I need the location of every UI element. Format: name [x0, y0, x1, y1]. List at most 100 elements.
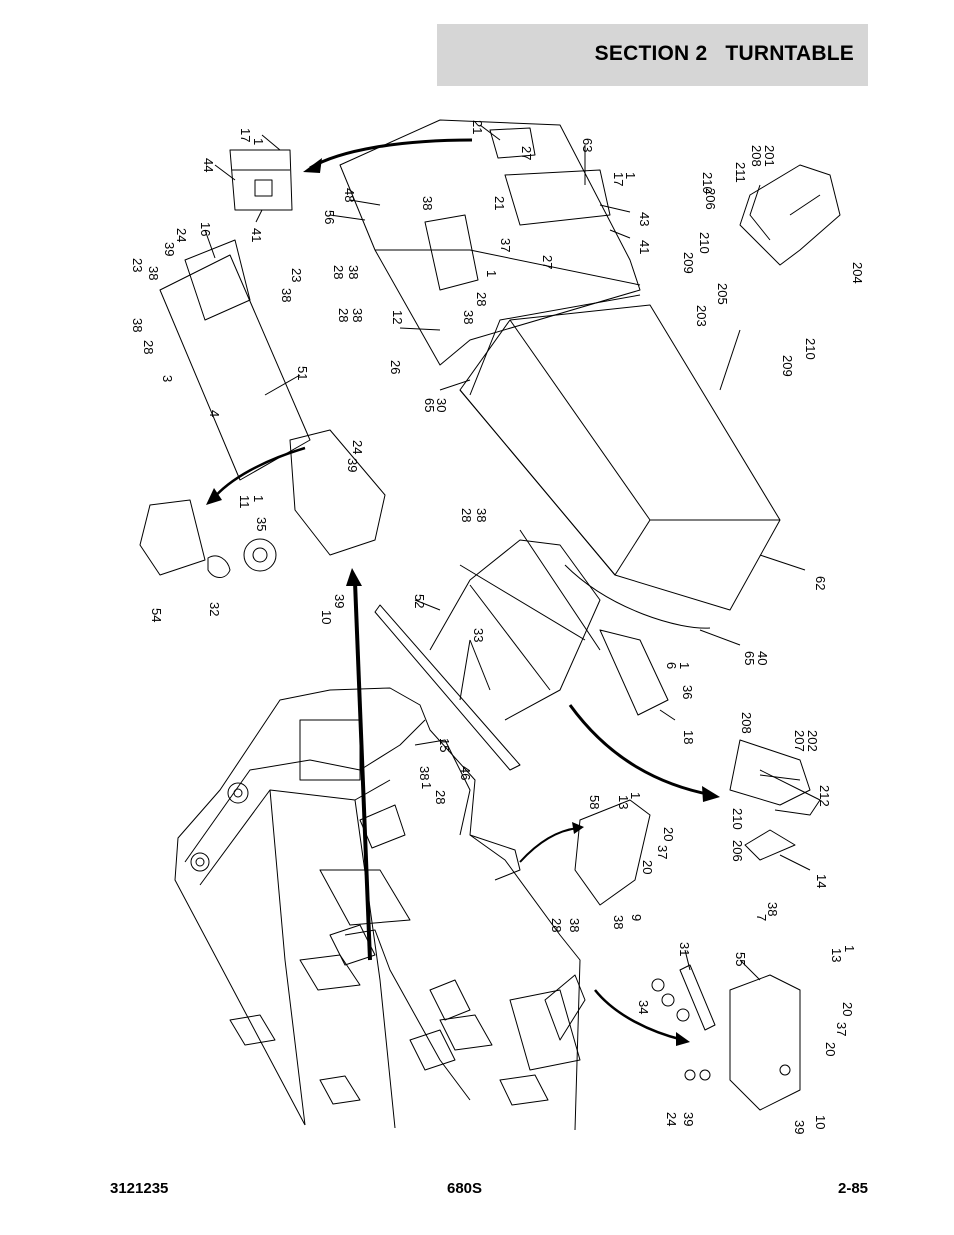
part-callout: 16	[198, 222, 213, 236]
part-callout: 21	[492, 196, 507, 210]
part-callout: 20	[823, 1042, 838, 1056]
part-callout: 24	[664, 1112, 679, 1126]
footer-doc-number: 3121235	[110, 1180, 169, 1197]
part-callout: 4	[207, 410, 222, 417]
part-callout: 20	[840, 1002, 855, 1016]
part-callout: 20	[661, 827, 676, 841]
part-callout: 28	[474, 292, 489, 306]
part-callout: 26	[388, 360, 403, 374]
part-callout: 55	[733, 952, 748, 966]
part-callout: 28	[549, 918, 564, 932]
part-callout: 39	[792, 1120, 807, 1134]
part-callout: 65	[742, 651, 757, 665]
part-callout: 43	[637, 212, 652, 226]
part-callout: 1	[623, 172, 638, 179]
part-callout: 38	[146, 266, 161, 280]
part-callout: 65	[422, 398, 437, 412]
part-callout: 38	[346, 265, 361, 279]
arrowhead-vertical	[346, 568, 362, 586]
part-callout: 210	[803, 338, 818, 360]
part-callout: 1	[251, 138, 266, 145]
part-callout: 28	[459, 508, 474, 522]
part-callout: 27	[540, 255, 555, 269]
part-callout: 39	[345, 458, 360, 472]
part-callout: 211	[733, 162, 748, 183]
part-callout: 17	[611, 172, 626, 186]
part-callout: 30	[434, 398, 449, 412]
part-callout: 210	[730, 808, 745, 830]
part-callout: 39	[332, 594, 347, 608]
part-callout: 1	[484, 270, 499, 277]
part-callout: 38	[567, 918, 582, 932]
part-callout: 9	[629, 914, 644, 921]
part-callout: 38	[611, 915, 626, 929]
part-callout: 21	[470, 120, 485, 134]
part-callout: 37	[834, 1022, 849, 1036]
part-callout: 40	[755, 651, 770, 665]
part-callout: 39	[162, 242, 177, 256]
part-callout: 27	[519, 146, 534, 160]
part-callout: 210	[697, 232, 712, 254]
part-callout: 11	[237, 495, 252, 509]
part-callout: 23	[130, 258, 145, 272]
part-callout: 10	[319, 610, 334, 624]
part-callout: 1	[628, 792, 643, 799]
part-callout: 1	[419, 782, 434, 789]
part-callout: 36	[680, 685, 695, 699]
part-callout: 20	[640, 860, 655, 874]
footer-model: 680S	[447, 1180, 483, 1197]
part-callout: 44	[201, 158, 216, 172]
arrow-bracket-212	[568, 704, 713, 797]
hood-drawing	[339, 119, 641, 366]
part-callout: 28	[141, 340, 156, 354]
part-callout: 52	[412, 594, 427, 608]
part-callout: 24	[174, 228, 189, 242]
arrow-left-cover	[211, 446, 306, 501]
arrow-cover-44	[309, 138, 473, 170]
part-callout: 39	[681, 1112, 696, 1126]
part-callout: 17	[238, 128, 253, 142]
mid-right-bracket-drawing	[574, 739, 821, 1111]
part-callout: 1	[251, 495, 266, 502]
part-callout: 203	[694, 305, 709, 327]
arrowhead-bracket-31	[676, 1032, 690, 1046]
part-callout: 206	[703, 188, 718, 210]
part-callout: 212	[817, 785, 832, 807]
arrowhead-left-cover	[206, 488, 222, 505]
part-callout: 38	[350, 308, 365, 322]
arrow-vertical	[353, 581, 372, 961]
part-callout: 28	[336, 308, 351, 322]
part-callout: 24	[350, 440, 365, 454]
part-callout: 46	[458, 766, 473, 780]
turntable-frame-drawing	[174, 687, 586, 1131]
top-right-bracket-drawing	[719, 164, 841, 391]
part-callout: 54	[149, 608, 164, 622]
part-callout: 51	[295, 366, 310, 380]
part-callout: 15	[437, 738, 452, 752]
part-callout: 14	[814, 874, 829, 888]
part-callout: 18	[681, 730, 696, 744]
part-callout: 62	[813, 576, 828, 590]
part-callout: 34	[636, 1000, 651, 1014]
part-callout: 1	[677, 662, 692, 669]
part-callout: 28	[331, 265, 346, 279]
part-callout: 206	[730, 840, 745, 862]
part-callout: 37	[655, 845, 670, 859]
arrowhead-cover-44	[303, 158, 322, 173]
part-callout: 38	[279, 288, 294, 302]
part-callout: 58	[587, 795, 602, 809]
tray-frame-drawing	[374, 529, 669, 771]
arrow-bracket-31	[594, 989, 684, 1042]
part-callout: 32	[207, 602, 222, 616]
part-callout: 204	[850, 262, 865, 284]
part-callout: 38	[417, 766, 432, 780]
part-callout: 48	[342, 188, 357, 202]
part-callout: 63	[580, 138, 595, 152]
part-callout: 23	[289, 268, 304, 282]
part-callout: 33	[471, 628, 486, 642]
part-callout: 13	[829, 948, 844, 962]
part-callout: 6	[664, 662, 679, 669]
part-callout: 1	[842, 945, 857, 952]
part-callout: 31	[677, 942, 692, 956]
